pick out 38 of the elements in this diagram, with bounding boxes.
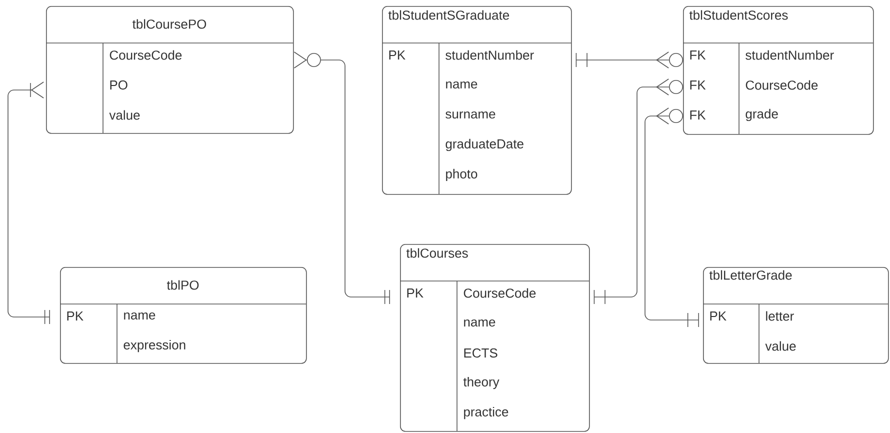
relationship-line: [576, 52, 684, 68]
field-name: theory: [463, 376, 500, 390]
key-label: FK: [690, 50, 706, 60]
field-name: CourseCode: [464, 288, 536, 298]
field-name: photo: [446, 168, 478, 182]
field-name: name: [446, 81, 478, 89]
relationship-line: [594, 78, 684, 304]
field-name: CourseCode: [746, 80, 818, 90]
field-name: value: [765, 341, 796, 351]
table-title: tblPO: [166, 280, 199, 290]
field-name: letter: [766, 311, 794, 321]
key-label: PK: [389, 50, 406, 60]
key-label: FK: [690, 80, 706, 90]
table-title: tblLetterGrade: [709, 270, 792, 280]
table-title: tblStudentScores: [689, 10, 788, 20]
table-title: tblCourses: [406, 248, 468, 258]
field-name: name: [124, 312, 156, 320]
key-label: PK: [710, 312, 726, 320]
relationship-line: [294, 52, 390, 304]
table-title: tblCoursePO: [132, 19, 206, 29]
key-label: FK: [690, 110, 706, 120]
field-name: CourseCode: [110, 50, 182, 60]
key-label: PK: [67, 312, 84, 320]
field-name: ECTS: [464, 348, 498, 358]
relationship-line: [644, 108, 700, 328]
field-name: studentNumber: [746, 50, 834, 60]
field-name: name: [464, 319, 496, 327]
relationship-line: [8, 82, 50, 324]
field-name: practice: [464, 406, 508, 420]
field-name: grade: [746, 108, 778, 122]
field-name: surname: [446, 111, 496, 119]
field-name: graduateDate: [446, 138, 524, 152]
field-name: studentNumber: [446, 50, 534, 60]
field-name: expression: [124, 340, 186, 352]
key-label: PK: [407, 288, 424, 298]
field-name: PO: [110, 80, 128, 90]
table-title: tblStudentSGraduate: [388, 10, 510, 20]
field-name: value: [109, 110, 140, 120]
